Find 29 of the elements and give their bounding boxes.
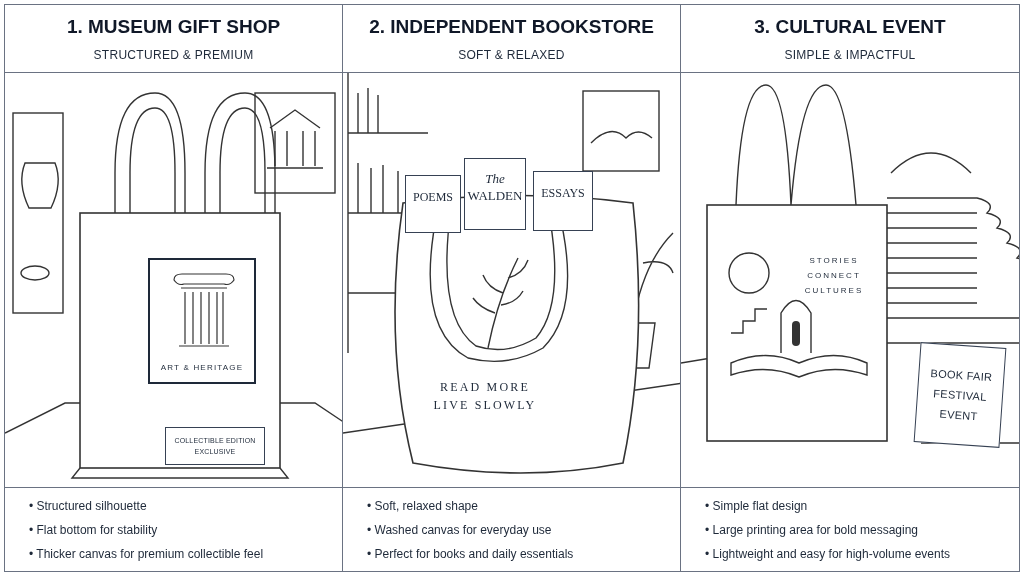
- panel-title: 1. MUSEUM GIFT SHOP: [66, 15, 281, 40]
- feature-bullet: • Large printing area for bold messaging: [705, 521, 919, 539]
- feature-bullet: • Washed canvas for everyday use: [367, 521, 553, 539]
- feature-bullet: • Flat bottom for stability: [29, 521, 159, 539]
- printed-text: The WALDEN: [467, 171, 523, 205]
- printed-text: POEMS: [413, 189, 453, 206]
- feature-bullet: • Thicker canvas for premium collectible feel: [29, 545, 265, 563]
- printed-text: READ MORE LIVE SLOWLY: [433, 380, 537, 412]
- comparison-panel: [5, 5, 343, 571]
- comparison-panel: [343, 5, 681, 571]
- printed-text: STORIES CONNECT CULTURES: [804, 256, 864, 296]
- printed-text: BOOK FAIR FESTIVAL EVENT: [930, 366, 993, 422]
- panel-title: 3. CULTURAL EVENT: [754, 15, 946, 40]
- panel-title: 2. INDEPENDENT BOOKSTORE: [369, 15, 654, 40]
- feature-bullet: • Structured silhouette: [29, 497, 148, 515]
- book-cover: [533, 171, 593, 231]
- bag-print-panel: [148, 258, 256, 384]
- panel-subtitle: SIMPLE & IMPACTFUL: [784, 46, 916, 64]
- book-cover: [464, 158, 526, 230]
- feature-bullet: • Simple flat design: [705, 497, 809, 515]
- display-sign: [165, 427, 265, 465]
- feature-bullet: • Perfect for books and daily essentials: [367, 545, 575, 563]
- feature-bullet: • Lightweight and easy for high-volume events: [705, 545, 951, 563]
- panel-subtitle: STRUCTURED & PREMIUM: [93, 46, 254, 64]
- panel-subtitle: SOFT & RELAXED: [458, 46, 565, 64]
- print-caption: ART & HERITAGE: [160, 362, 244, 374]
- printed-text: ESSAYS: [541, 185, 585, 202]
- book-cover: [405, 175, 461, 233]
- feature-bullet: • Soft, relaxed shape: [367, 497, 479, 515]
